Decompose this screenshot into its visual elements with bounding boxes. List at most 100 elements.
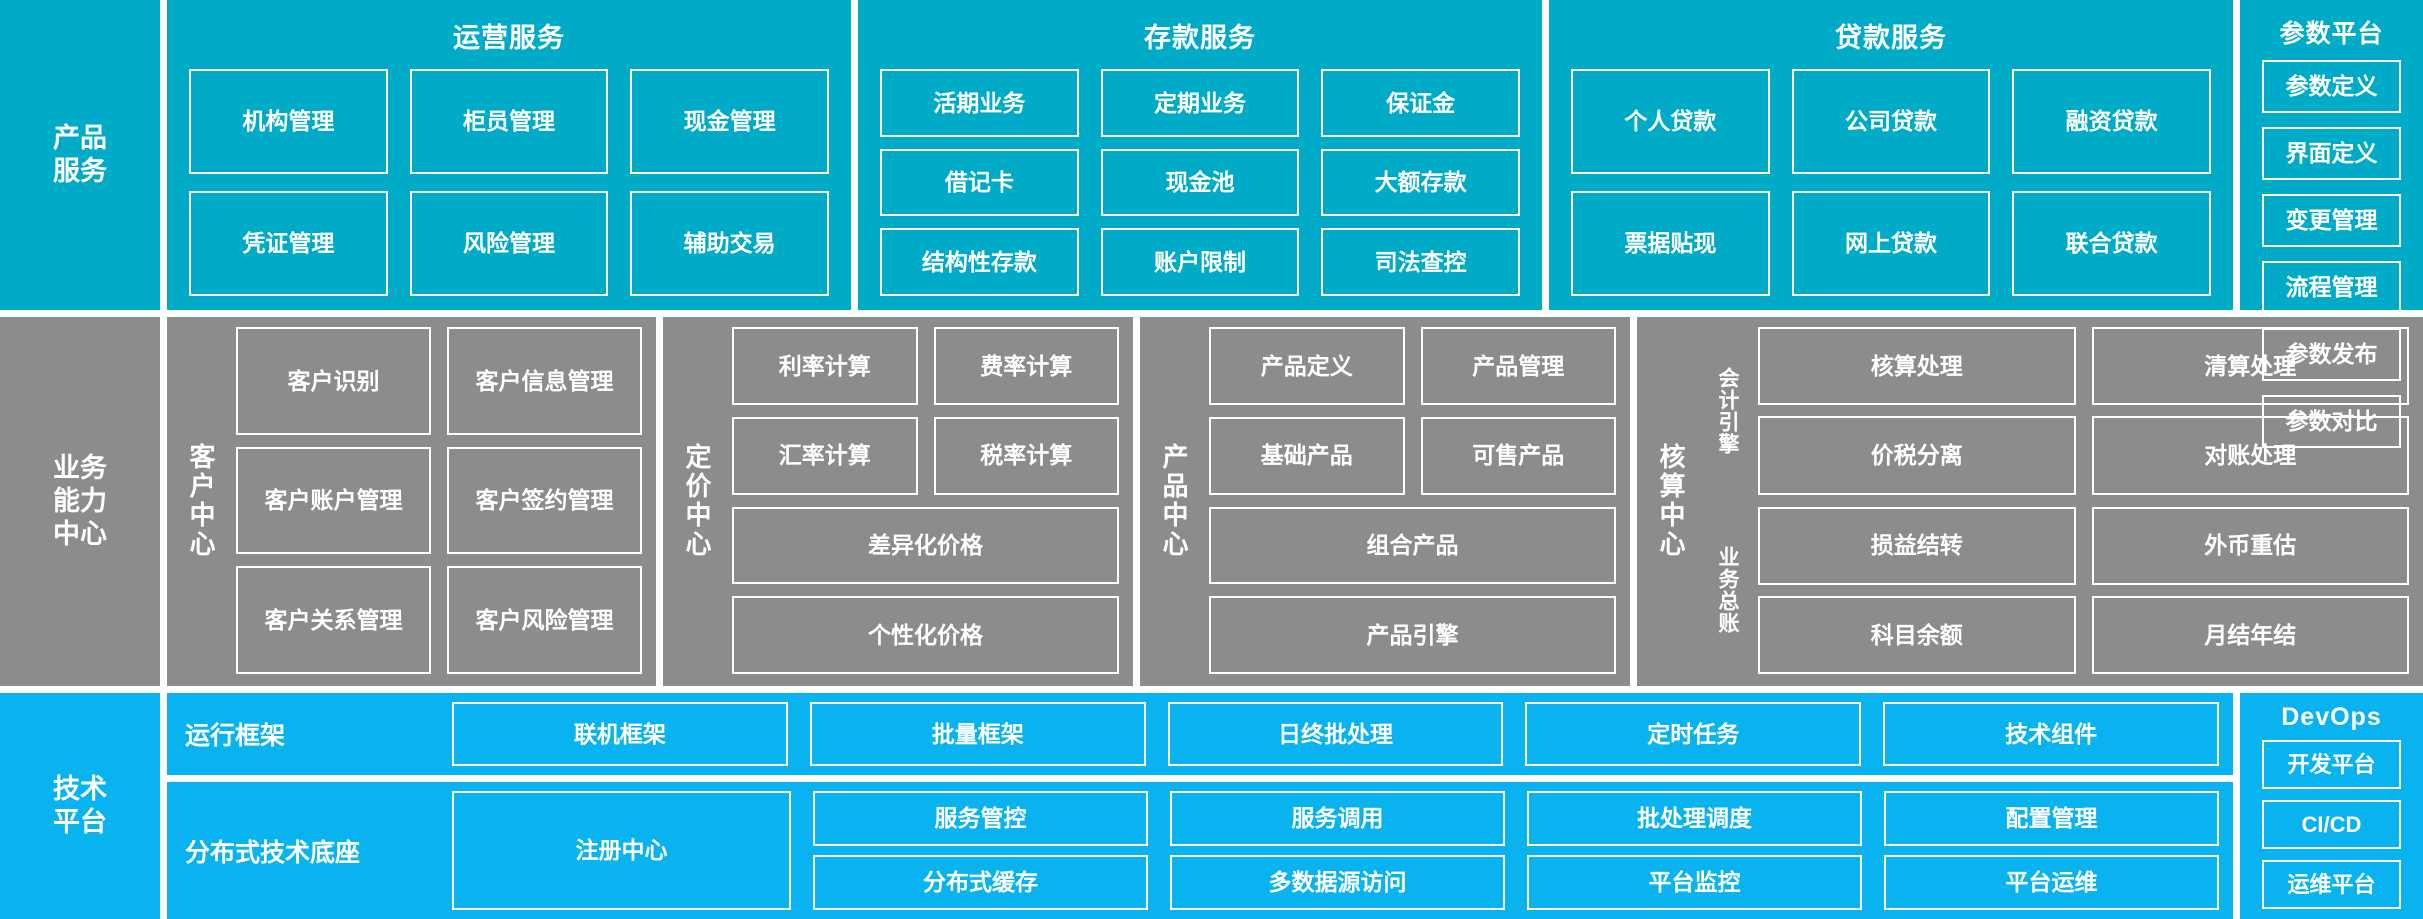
service-cell-financing-loan[interactable]: 融资贷款 (2012, 69, 2211, 174)
service-cell-syndicated-loan[interactable]: 联合贷款 (2012, 191, 2211, 296)
parameter-item-compare[interactable]: 参数对比 (2262, 395, 2401, 448)
accounting-group-label-engine: 会计引擎 (1716, 366, 1739, 455)
service-cell-bill-discount[interactable]: 票据贴现 (1571, 191, 1770, 296)
service-cell-cash-management[interactable]: 现金管理 (630, 69, 829, 174)
tech-cell-registry-center[interactable]: 注册中心 (452, 791, 791, 910)
capability-cell-foreign-currency-revaluation[interactable]: 外币重估 (2091, 506, 2409, 585)
capability-cell-composite-product[interactable]: 组合产品 (1209, 506, 1616, 585)
service-cell-personal-loan[interactable]: 个人贷款 (1571, 69, 1770, 174)
capability-cell-customer-account-management[interactable]: 客户账户管理 (236, 446, 431, 555)
capability-cell-sellable-product[interactable]: 可售产品 (1420, 416, 1616, 495)
panel-title-loan-services: 贷款服务 (1835, 23, 1947, 53)
service-cell-voucher-management[interactable]: 凭证管理 (189, 191, 388, 296)
service-cell-risk-management[interactable]: 风险管理 (409, 191, 609, 296)
capability-cell-exchange-rate-calc[interactable]: 汇率计算 (732, 416, 918, 495)
pricing-center-row-4: 个性化价格 (732, 596, 1119, 674)
service-cell-corporate-loan[interactable]: 公司贷款 (1791, 69, 1991, 174)
panel-title-devops: DevOps (2281, 703, 2382, 731)
capability-cell-personalized-price[interactable]: 个性化价格 (732, 596, 1119, 674)
capability-cell-differentiated-price[interactable]: 差异化价格 (732, 506, 1119, 585)
tech-cell-online-framework[interactable]: 联机框架 (452, 702, 788, 766)
tech-cell-technical-components[interactable]: 技术组件 (1883, 702, 2219, 766)
panel-customer-center: 客户中心 客户识别 客户信息管理 客户账户管理 客户签约管理 客户关系管理 客户… (167, 317, 656, 686)
service-cell-org-management[interactable]: 机构管理 (189, 69, 388, 174)
capability-cell-profit-loss-carryover[interactable]: 损益结转 (1758, 506, 2076, 585)
center-label-product: 产品中心 (1159, 442, 1189, 559)
parameter-platform-list: 参数定义 界面定义 变更管理 流程管理 参数发布 参数对比 (2262, 60, 2401, 448)
capability-cell-customer-identification[interactable]: 客户识别 (236, 327, 431, 435)
row-business-capability: 业务 能力 中心 客户中心 客户识别 客户信息管理 客户账户管理 客户签约管理 … (0, 317, 2423, 686)
panel-parameter-platform: 参数平台 参数定义 界面定义 变更管理 流程管理 参数发布 参数对比 (2240, 0, 2423, 448)
capability-cell-customer-info-management[interactable]: 客户信息管理 (447, 327, 642, 435)
capability-cell-tax-rate-calc[interactable]: 税率计算 (933, 416, 1119, 495)
parameter-item-publish[interactable]: 参数发布 (2262, 328, 2401, 381)
service-cell-structured-deposit[interactable]: 结构性存款 (880, 228, 1079, 296)
capability-cell-customer-contract-management[interactable]: 客户签约管理 (447, 446, 642, 555)
distributed-base-column-3: 批处理调度 平台监控 (1527, 791, 1862, 910)
service-cell-margin-deposit[interactable]: 保证金 (1321, 69, 1520, 137)
parameter-item-process-management[interactable]: 流程管理 (2262, 261, 2401, 314)
strip-runtime-framework: 运行框架 联机框架 批量框架 日终批处理 定时任务 技术组件 (167, 693, 2233, 775)
tech-cell-distributed-cache[interactable]: 分布式缓存 (813, 855, 1148, 910)
service-cell-online-loan[interactable]: 网上贷款 (1791, 191, 1991, 296)
tech-cell-configuration-management[interactable]: 配置管理 (1884, 791, 2219, 846)
strip-label-distributed-base: 分布式技术底座 (185, 838, 361, 867)
tech-cell-platform-monitoring[interactable]: 平台监控 (1527, 855, 1862, 910)
accounting-group-general-ledger: 业务总账 损益结转 外币重估 科目余额 月结年结 (1706, 506, 2409, 674)
service-cell-demand-deposit[interactable]: 活期业务 (880, 69, 1079, 137)
deposit-services-grid: 活期业务 定期业务 保证金 借记卡 现金池 大额存款 结构性存款 账户限制 司法… (880, 69, 1520, 296)
tech-cell-scheduled-task[interactable]: 定时任务 (1525, 702, 1862, 766)
product-center-row-4: 产品引擎 (1209, 596, 1616, 674)
pricing-center-row-1: 利率计算 费率计算 (732, 327, 1119, 405)
capability-cell-fee-rate-calc[interactable]: 费率计算 (933, 327, 1119, 405)
row-label-line-1: 技术 (53, 774, 107, 805)
service-cell-large-deposit[interactable]: 大额存款 (1321, 148, 1520, 217)
devops-list: 开发平台 CI/CD 运维平台 (2262, 740, 2401, 909)
distributed-base-column-4: 配置管理 平台运维 (1884, 791, 2219, 910)
service-cell-teller-management[interactable]: 柜员管理 (409, 69, 609, 174)
devops-item-dev-platform[interactable]: 开发平台 (2262, 740, 2401, 789)
capability-cell-customer-risk-management[interactable]: 客户风险管理 (447, 566, 642, 675)
center-label-pricing: 定价中心 (682, 442, 712, 559)
loan-services-grid: 个人贷款 公司贷款 融资贷款 票据贴现 网上贷款 联合贷款 (1571, 69, 2211, 296)
service-cell-account-restriction[interactable]: 账户限制 (1100, 228, 1300, 296)
capability-cell-base-product[interactable]: 基础产品 (1209, 416, 1405, 495)
capability-cell-product-engine[interactable]: 产品引擎 (1209, 596, 1616, 674)
panel-title-parameter-platform: 参数平台 (2279, 20, 2384, 48)
operation-services-grid: 机构管理 柜员管理 现金管理 凭证管理 风险管理 辅助交易 (189, 69, 829, 296)
capability-cell-product-management[interactable]: 产品管理 (1420, 327, 1616, 405)
tech-cell-batch-framework[interactable]: 批量框架 (809, 702, 1146, 766)
tech-cell-platform-operations[interactable]: 平台运维 (1884, 855, 2219, 910)
tech-cell-service-governance[interactable]: 服务管控 (813, 791, 1148, 846)
tech-cell-end-of-day-batch[interactable]: 日终批处理 (1167, 702, 1504, 766)
customer-center-row-2: 客户账户管理 客户签约管理 (236, 446, 642, 555)
service-cell-cash-pool[interactable]: 现金池 (1100, 148, 1300, 217)
service-cell-debit-card[interactable]: 借记卡 (880, 148, 1079, 217)
customer-center-row-3: 客户关系管理 客户风险管理 (236, 566, 642, 675)
service-cell-auxiliary-transaction[interactable]: 辅助交易 (630, 191, 829, 296)
capability-cell-interest-rate-calc[interactable]: 利率计算 (732, 327, 918, 405)
panel-operation-services: 运营服务 机构管理 柜员管理 现金管理 凭证管理 风险管理 辅助交易 (167, 0, 851, 310)
capability-cell-month-year-end-closing[interactable]: 月结年结 (2091, 595, 2409, 674)
capability-cell-accounting-processing[interactable]: 核算处理 (1758, 327, 2076, 406)
devops-item-ops-platform[interactable]: 运维平台 (2262, 860, 2401, 909)
row-technology-platform: 技术 平台 运行框架 联机框架 批量框架 日终批处理 定时任务 技术组件 分布式… (0, 693, 2423, 919)
capability-cell-price-tax-separation[interactable]: 价税分离 (1758, 416, 2076, 495)
tech-cell-batch-scheduling[interactable]: 批处理调度 (1527, 791, 1862, 846)
capability-cell-product-definition[interactable]: 产品定义 (1209, 327, 1405, 405)
capability-cell-account-balance[interactable]: 科目余额 (1758, 595, 2076, 674)
parameter-item-definition[interactable]: 参数定义 (2262, 60, 2401, 113)
accounting-center-body: 会计引擎 核算处理 清算处理 价税分离 对账处理 业务总账 损益结转 外币重估 … (1706, 327, 2409, 674)
tech-cell-service-invocation[interactable]: 服务调用 (1170, 791, 1505, 846)
capability-cell-customer-relationship-management[interactable]: 客户关系管理 (236, 566, 431, 675)
panel-product-center: 产品中心 产品定义 产品管理 基础产品 可售产品 组合产品 产品引擎 (1140, 317, 1630, 686)
capability-cell-settlement-processing[interactable]: 清算处理 (2091, 327, 2409, 406)
devops-item-ci-cd[interactable]: CI/CD (2262, 800, 2401, 849)
tech-cell-multi-datasource-access[interactable]: 多数据源访问 (1170, 855, 1505, 910)
parameter-item-change-management[interactable]: 变更管理 (2262, 194, 2401, 247)
customer-center-body: 客户识别 客户信息管理 客户账户管理 客户签约管理 客户关系管理 客户风险管理 (236, 327, 642, 675)
service-cell-judicial-freeze[interactable]: 司法查控 (1321, 228, 1520, 296)
parameter-item-ui-definition[interactable]: 界面定义 (2262, 127, 2401, 180)
service-cell-time-deposit[interactable]: 定期业务 (1100, 69, 1300, 137)
